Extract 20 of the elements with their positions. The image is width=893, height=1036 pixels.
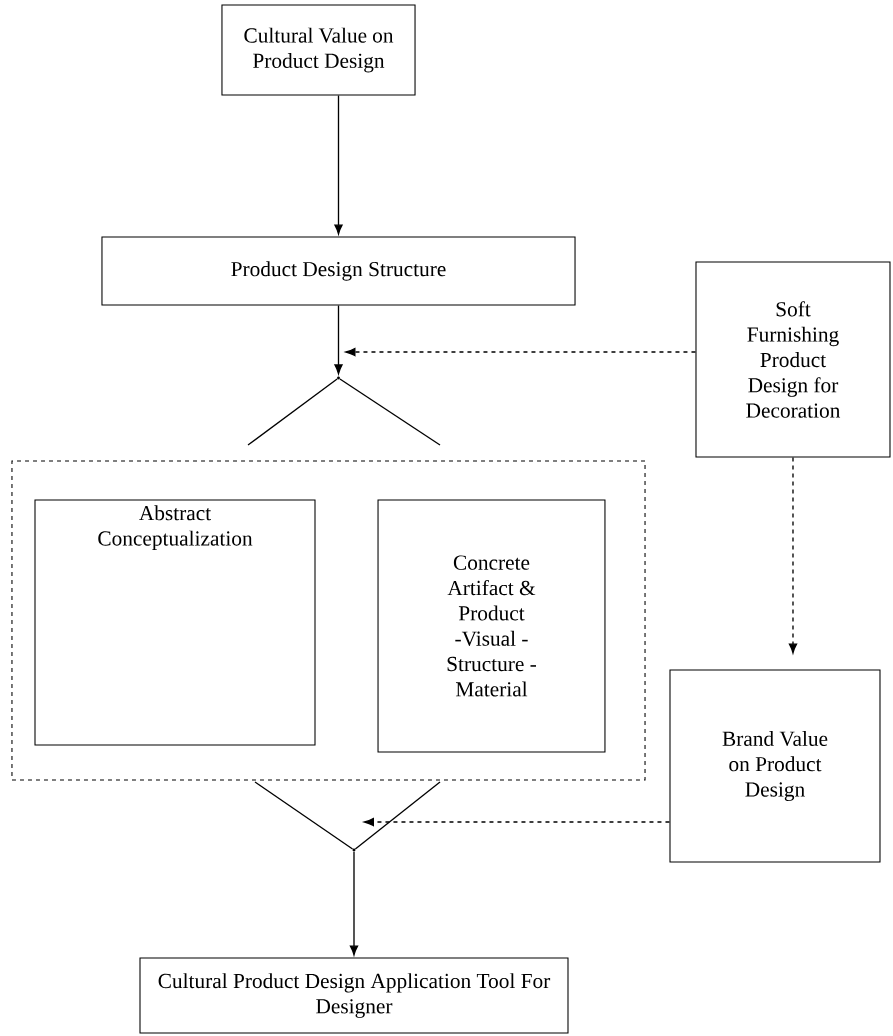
connector-line [254, 781, 354, 850]
process-box: Abstract Conceptualization [34, 499, 316, 746]
junction-point [352, 848, 356, 852]
arrow [788, 456, 798, 654]
process-box: Soft Furnishing Product Design for Decoration [695, 261, 891, 458]
dashed-frame [11, 460, 646, 781]
process-box: Cultural Product Design Application Tool For Designer [139, 957, 569, 1034]
connector-line [339, 378, 441, 446]
arrow [345, 347, 697, 357]
arrow [334, 94, 343, 235]
junction-point [337, 376, 340, 380]
arrow [334, 304, 343, 375]
process-box: Cultural Value on Product Design [221, 4, 416, 96]
process-box: Concrete Artifact & Product -Visual - Structure - Material [377, 499, 606, 753]
arrow [364, 817, 671, 827]
connector-line [247, 378, 338, 446]
arrow [349, 851, 359, 956]
connector-line [354, 781, 441, 850]
process-box: Brand Value on Product Design [669, 669, 881, 863]
process-box: Product Design Structure [101, 236, 576, 306]
